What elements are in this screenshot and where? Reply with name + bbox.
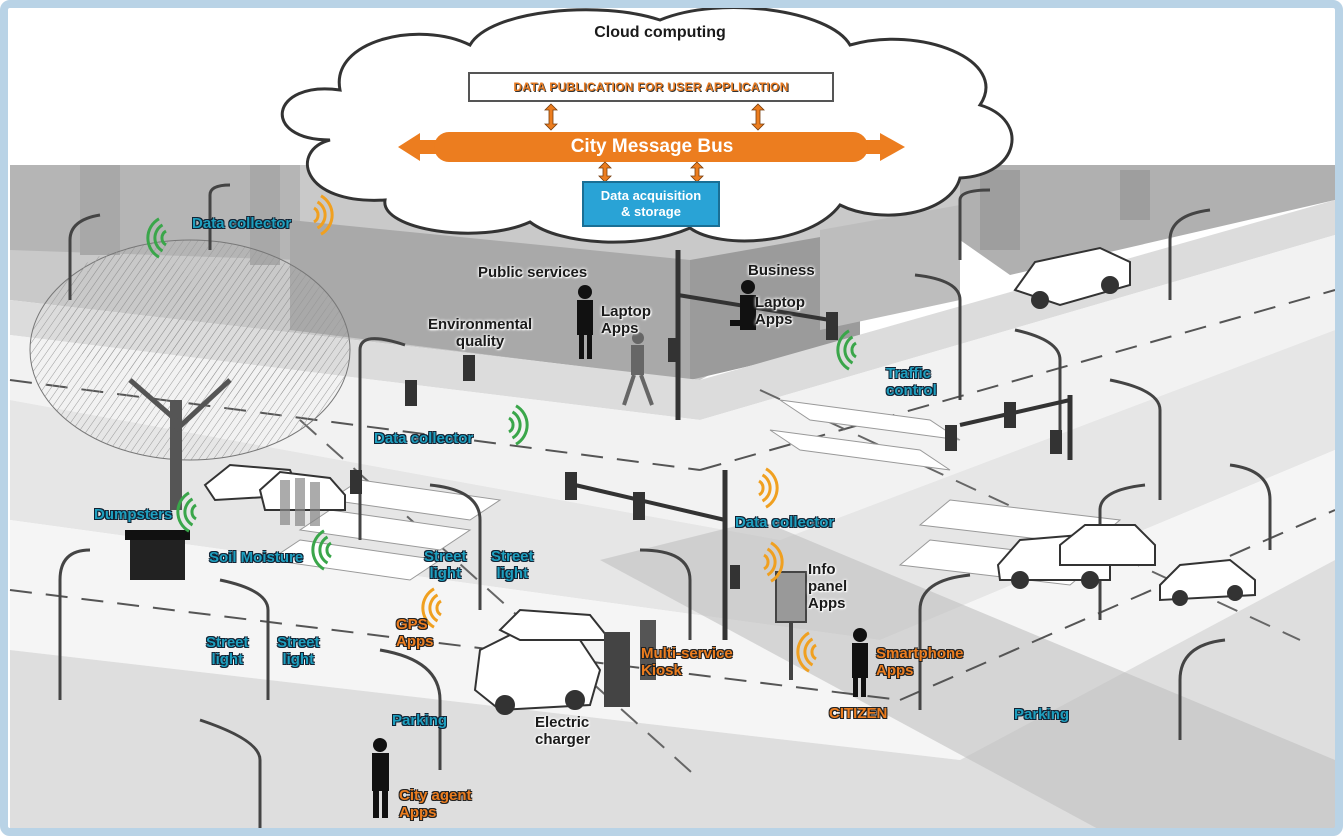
- label-data-collector: Data collector: [192, 215, 292, 232]
- city-message-bus: City Message Bus: [570, 136, 734, 157]
- label-smartphone-apps: Smartphone Apps: [876, 645, 964, 679]
- label-soil-moisture: Soil Moisture: [209, 549, 304, 566]
- label-data-collector-2: Data collector: [374, 430, 474, 447]
- people: [280, 280, 868, 818]
- label-citizen: CITIZEN: [829, 705, 888, 722]
- label-data-collector-3: Data collector: [735, 514, 835, 531]
- signal-icon: [508, 404, 529, 446]
- label-traffic-control: Traffic control: [886, 365, 937, 399]
- label-street-light-2: Street light: [491, 548, 534, 582]
- label-info-panel-apps: Info panel Apps: [808, 561, 848, 612]
- traffic-signals: [350, 250, 1073, 640]
- label-street-light-4: Street light: [277, 634, 320, 668]
- wireless-signals: [146, 194, 857, 673]
- label-street-light-1: Street light: [424, 548, 467, 582]
- signal-icon: [758, 467, 779, 509]
- label-environmental-quality: Environmental quality: [428, 316, 533, 350]
- label-dumpsters: Dumpsters: [94, 506, 173, 523]
- data-acquisition-box: Data acquisition & storage: [582, 181, 720, 227]
- dumpster: [125, 530, 190, 580]
- street-furniture: [604, 571, 807, 707]
- label-city-agent-apps: City agent Apps: [399, 787, 472, 821]
- label-parking-2: Parking: [1014, 706, 1070, 723]
- tree: [29, 239, 351, 510]
- signal-icon: [176, 491, 197, 533]
- signal-icon: [313, 194, 334, 236]
- label-street-light-3: Street light: [206, 634, 249, 668]
- label-electric-charger: Electric charger: [535, 714, 591, 748]
- label-business: Business: [748, 262, 815, 279]
- signal-icon: [311, 529, 332, 571]
- signal-icon: [763, 541, 784, 583]
- cloud-shape: [280, 6, 1014, 244]
- signal-icon: [796, 631, 817, 673]
- label-gps-apps: GPS Apps: [396, 616, 434, 650]
- signal-icon: [836, 329, 857, 371]
- label-laptop-apps-business: Laptop Apps: [755, 294, 805, 328]
- street-lamps: [58, 183, 1272, 830]
- label-laptop-apps: Laptop Apps: [601, 303, 651, 337]
- cloud-computing-title: Cloud computing: [594, 24, 726, 41]
- label-public-services: Public services: [478, 264, 588, 281]
- label-multi-service-kiosk: Multi-service Kiosk: [641, 645, 733, 679]
- signal-icon: [146, 217, 167, 259]
- label-parking-1: Parking: [392, 712, 448, 729]
- signal-icon: [421, 587, 442, 629]
- data-publication-box: DATA PUBLICATION FOR USER APPLICATION: [468, 72, 834, 102]
